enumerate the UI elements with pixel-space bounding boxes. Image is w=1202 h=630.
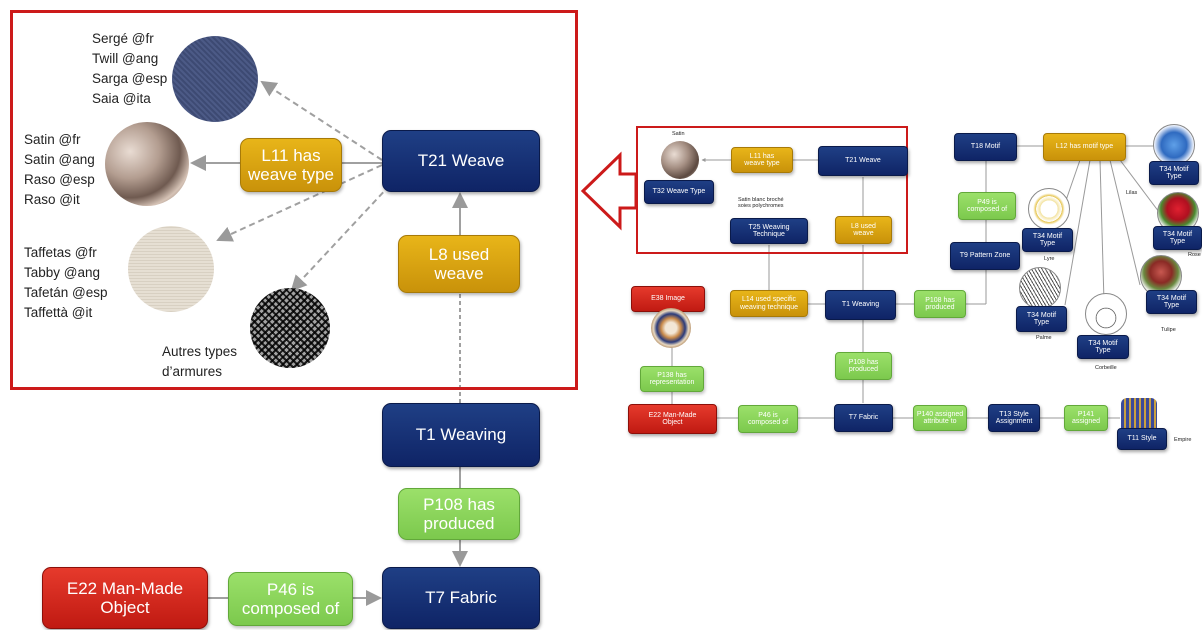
r-motif-lyre-node[interactable]: T34 Motif Type [1022, 228, 1073, 252]
satin-fabric-image [105, 122, 189, 206]
r-t21-node[interactable]: T21 Weave [818, 146, 908, 176]
edge-t21-tabby [216, 164, 383, 242]
lilas-image [1153, 124, 1195, 166]
r-l12-node[interactable]: L12 has motif type [1043, 133, 1126, 161]
tabby-fabric-image [128, 226, 214, 312]
lilas-caption: Lilas [1126, 190, 1138, 196]
satin-labels: Satin @fr Satin @ang Raso @esp Raso @it [24, 132, 95, 207]
corbeille-caption: Corbeille [1095, 365, 1117, 371]
r-l11-node[interactable]: L11 has weave type [731, 147, 793, 173]
edge-t21-twill [260, 80, 383, 161]
r-t18-node[interactable]: T18 Motif [954, 133, 1017, 161]
r-p46-node[interactable]: P46 is composed of [738, 405, 798, 433]
r-p141-node[interactable]: P141 assigned [1064, 405, 1108, 431]
t7-fabric-node[interactable]: T7 Fabric [382, 567, 540, 629]
t21-weave-node[interactable]: T21 Weave [382, 130, 540, 192]
corbeille-image [1085, 293, 1127, 335]
r-motif-tulipe-node[interactable]: T34 Motif Type [1146, 290, 1197, 314]
r-e22-node[interactable]: E22 Man-Made Object [628, 404, 717, 434]
r-motif-corbeille-node[interactable]: T34 Motif Type [1077, 335, 1129, 359]
technique-caption: Satin blanc broché soies polychromes [738, 197, 784, 210]
r-t13-node[interactable]: T13 Style Assignment [988, 404, 1040, 432]
other-weaves-image [250, 288, 330, 368]
focus-frame-right [636, 126, 908, 254]
r-t32-node[interactable]: T32 Weave Type [644, 180, 714, 204]
r-e38-node[interactable]: E38 Image [631, 286, 705, 312]
r-l14-node[interactable]: L14 used specific weaving technique [730, 290, 808, 317]
empire-caption: Empire [1174, 437, 1192, 443]
pointer-arrow [580, 151, 638, 231]
other-weaves-label: Autres types d’armures [162, 344, 238, 379]
p108-has-produced-node[interactable]: P108 has produced [398, 488, 520, 540]
r-motif-palme-node[interactable]: T34 Motif Type [1016, 306, 1067, 332]
r-t7-node[interactable]: T7 Fabric [834, 404, 893, 432]
twill-fabric-image [172, 36, 258, 122]
tabby-labels: Taffetas @fr Tabby @ang Tafetán @esp Taf… [24, 245, 108, 320]
l8-used-weave-node[interactable]: L8 used weave [398, 235, 520, 293]
palme-caption: Palme [1036, 335, 1052, 341]
rose-caption: Rose [1188, 252, 1201, 258]
object-thumb [651, 308, 691, 348]
r-t25-node[interactable]: T25 Weaving Technique [730, 218, 808, 244]
twill-labels: Sergé @fr Twill @ang Sarga @esp Saia @it… [92, 31, 168, 106]
r-motif-lilas-node[interactable]: T34 Motif Type [1149, 161, 1199, 185]
e22-man-made-object-node[interactable]: E22 Man-Made Object [42, 567, 208, 629]
l11-has-weave-type-node[interactable]: L11 has weave type [240, 138, 342, 192]
r-p140-node[interactable]: P140 assigned attribute to [913, 405, 967, 431]
satin-caption: Satin [672, 131, 685, 137]
r-l8-node[interactable]: L8 used weave [835, 216, 892, 244]
r-p108a-node[interactable]: P108 has produced [914, 290, 966, 318]
lyre-image [1028, 188, 1070, 230]
r-p49-node[interactable]: P49 is composed of [958, 192, 1016, 220]
tulipe-caption: Tulipe [1161, 327, 1176, 333]
r-p108b-node[interactable]: P108 has produced [835, 352, 892, 380]
r-t1-node[interactable]: T1 Weaving [825, 290, 896, 320]
r-p138-node[interactable]: P138 has representation [640, 366, 704, 392]
p46-is-composed-of-node[interactable]: P46 is composed of [228, 572, 353, 626]
r-t9-node[interactable]: T9 Pattern Zone [950, 242, 1020, 270]
satin-thumb [661, 141, 699, 179]
r-t11-node[interactable]: T11 Style [1117, 428, 1167, 450]
t1-weaving-node[interactable]: T1 Weaving [382, 403, 540, 467]
lyre-caption: Lyre [1044, 256, 1055, 262]
palme-image [1019, 267, 1061, 309]
focus-frame-left [10, 10, 578, 390]
r-motif-rose-node[interactable]: T34 Motif Type [1153, 226, 1202, 250]
edge-t21-other [290, 184, 391, 292]
